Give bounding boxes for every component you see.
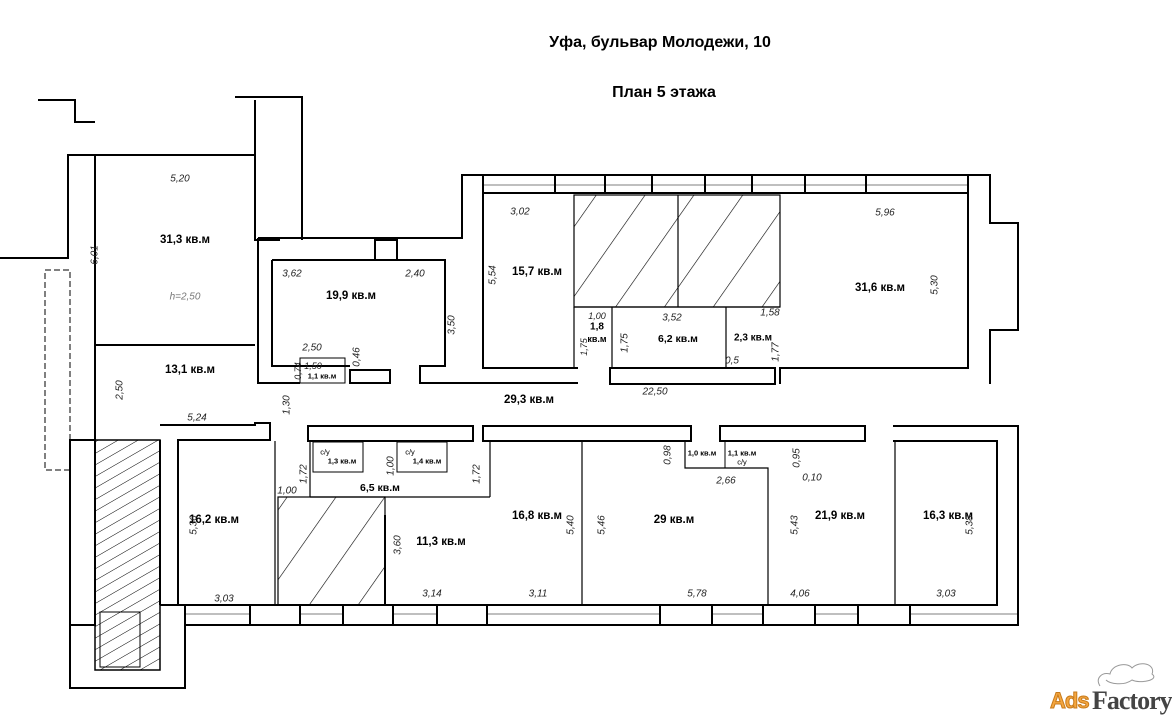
dimension: 3,03	[214, 593, 234, 605]
dimension: 0,74	[293, 362, 303, 380]
dimension: 1,00	[588, 311, 606, 321]
plan-title: План 5 этажа	[612, 84, 716, 101]
room-area: 11,3 кв.м	[416, 536, 466, 548]
ceiling-height: h=2,50	[169, 291, 201, 303]
dimension: 3,03	[936, 588, 956, 600]
dimension: 2,50	[114, 380, 126, 400]
wc-label: c/y	[737, 457, 747, 467]
room-area: 29,3 кв.м	[503, 394, 555, 406]
dimension: 3,50	[446, 315, 458, 335]
dimension: 3,14	[422, 588, 442, 600]
dimension: 5,24	[187, 412, 207, 424]
room-19-9-walls	[257, 174, 578, 384]
room-area: 16,3 кв.м	[922, 510, 974, 522]
dimension: 5,46	[596, 515, 608, 535]
adsfactory-watermark-logo: Ads Factory	[1040, 650, 1172, 718]
lower-walls	[159, 422, 1019, 626]
dimension: 0,10	[802, 472, 822, 484]
dimension: 6,01	[89, 245, 101, 265]
room-area: 19,9 кв.м	[325, 290, 377, 302]
dimension: 0,95	[791, 448, 803, 468]
room-area: 13,1 кв.м	[164, 364, 216, 376]
room-area: 16,2 кв.м	[188, 514, 240, 526]
dimension: 1,30	[281, 395, 293, 415]
dimension: 2,50	[302, 342, 322, 354]
dimension: 2,40	[405, 268, 425, 280]
room-area: 15,7 кв.м	[511, 266, 563, 278]
dimension: 3,62	[282, 268, 302, 280]
dimension: 5,54	[487, 265, 499, 285]
dimension: 22,50	[642, 386, 668, 398]
dimension: 4,06	[790, 588, 810, 600]
room-area: 2,3 кв.м	[733, 332, 773, 344]
dimension: 5,36	[188, 515, 200, 535]
smoke-icon	[1097, 663, 1155, 687]
dimension: 1,72	[298, 464, 310, 484]
room-area: 29 кв.м	[653, 514, 695, 526]
dimension: 5,40	[565, 515, 577, 535]
dimension: 5,20	[170, 173, 190, 185]
dimension: 1,50	[304, 361, 322, 371]
dimension: 3,52	[662, 312, 682, 324]
staircase	[69, 439, 186, 689]
room-area: 1,1 кв.м	[727, 448, 757, 458]
dimension: 1,58	[760, 307, 780, 319]
dimension: 1,00	[277, 485, 297, 497]
room-area: 1,8	[590, 321, 604, 333]
room-area: 1,1 кв.м	[307, 371, 337, 381]
dimension: 0,5	[725, 355, 739, 367]
dimension: 0,46	[351, 347, 363, 367]
room-area: 21,9 кв.м	[814, 510, 866, 522]
room-area: 1,0 кв.м	[687, 448, 717, 458]
top-right-walls	[482, 174, 1019, 385]
room-area: 31,6 кв.м	[854, 282, 906, 294]
dimension: 1,72	[471, 464, 483, 484]
wc-label: c/y	[320, 447, 330, 457]
left-walls	[0, 96, 303, 626]
dimension: 3,60	[392, 535, 404, 555]
room-area: 6,5 кв.м	[360, 482, 400, 494]
dimension: 5,78	[687, 588, 707, 600]
dimension: 0,98	[662, 445, 674, 465]
dimension: 5,96	[875, 207, 895, 219]
address-title: Уфа, бульвар Молодежи, 10	[549, 34, 771, 51]
dimension: 3,11	[528, 588, 548, 600]
dimension: 1,75	[579, 338, 589, 356]
dimension: 1,77	[770, 342, 782, 362]
room-area: 1,3 кв.м	[327, 456, 357, 466]
room-area-unit: кв.м	[587, 334, 607, 344]
logo-ads: Ads	[1050, 688, 1091, 714]
room-area: 31,3 кв.м	[159, 234, 211, 246]
dimension: 5,43	[789, 515, 801, 535]
logo-factory: Factory	[1092, 686, 1172, 715]
room-area: 16,8 кв.м	[511, 510, 563, 522]
dimension: 2,66	[716, 475, 736, 487]
dimension: 1,00	[385, 456, 397, 476]
room-area: 1,4 кв.м	[412, 456, 442, 466]
dimension: 5,30	[929, 275, 941, 295]
room-area: 6,2 кв.м	[658, 333, 698, 345]
dimension: 5,38	[964, 515, 976, 535]
dimension: 3,02	[510, 206, 530, 218]
wc-label: c/y	[405, 447, 415, 457]
dimension: 1,75	[619, 333, 631, 353]
